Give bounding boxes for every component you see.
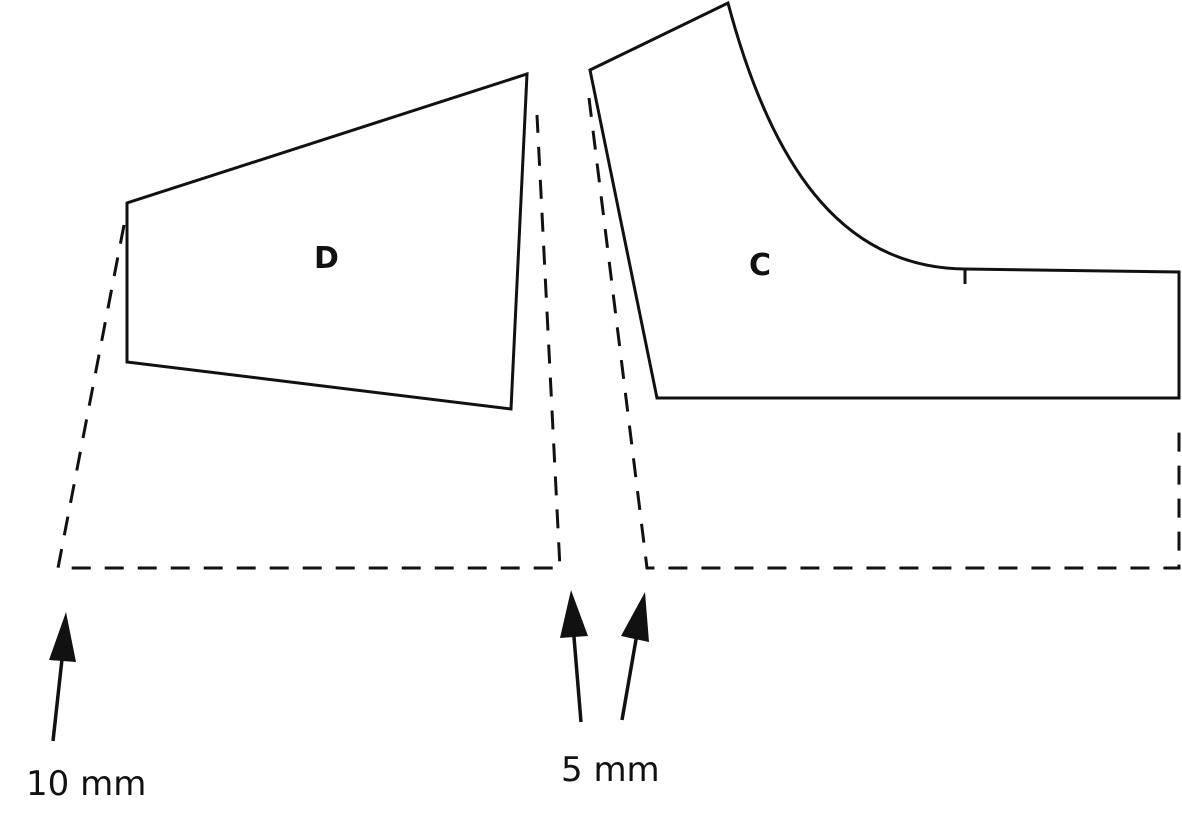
- piece-c-seam-allowance: [587, 97, 1181, 570]
- piece-d-outline: [125, 71, 529, 411]
- arrow-middle-right: [620, 592, 649, 721]
- piece-c-outline: [588, 0, 1181, 400]
- piece-d-seam-allowance: [56, 114, 562, 570]
- piece-c-label: C: [749, 248, 771, 283]
- arrow-middle-left: [560, 590, 588, 723]
- dimension-label-5mm: 5 mm: [561, 750, 660, 790]
- piece-d-label: D: [314, 241, 339, 276]
- dimension-label-10mm: 10 mm: [26, 764, 146, 804]
- arrow-left: [49, 612, 76, 742]
